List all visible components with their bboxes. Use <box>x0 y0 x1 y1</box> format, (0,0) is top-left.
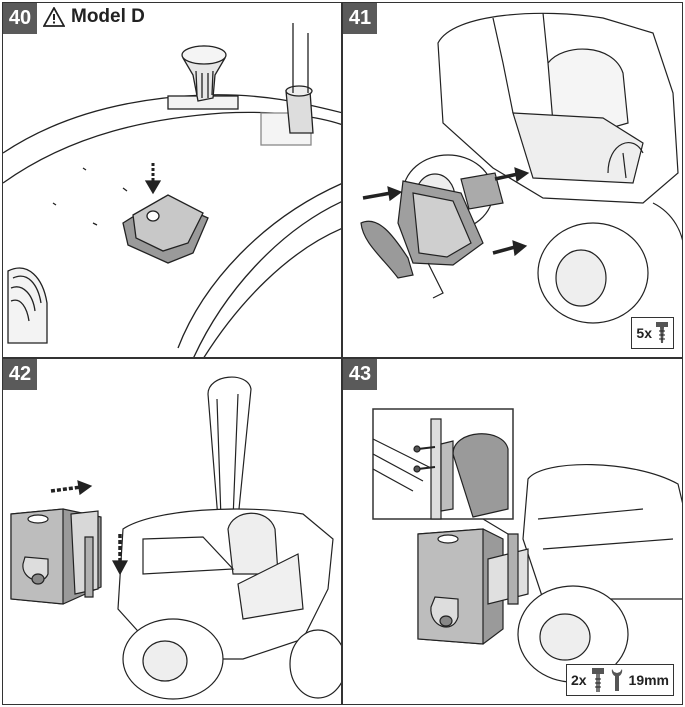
screw-icon <box>656 322 668 343</box>
step-number: 40 <box>3 3 37 34</box>
step-number: 42 <box>3 359 37 390</box>
warning-icon <box>43 7 65 27</box>
step-42-panel: 42 <box>2 358 342 705</box>
step-41-illustration <box>360 12 682 324</box>
fastener-callout: 2x 19mm <box>566 664 674 696</box>
model-label: Model D <box>71 6 145 27</box>
step-41-panel: 41 5x <box>342 2 683 358</box>
step-number: 43 <box>343 359 377 390</box>
step-42-illustration <box>10 376 341 700</box>
wrench-icon <box>611 669 622 691</box>
model-title: Model D <box>43 6 145 28</box>
step-43-illustration <box>372 408 682 683</box>
wrench-size-label: 19mm <box>628 672 669 688</box>
step-40-illustration <box>3 23 341 357</box>
step-43-panel: 43 2x 19mm <box>342 358 683 705</box>
step-40-panel: 40 Model D <box>2 2 342 358</box>
step-number: 41 <box>343 3 377 34</box>
quantity-label: 2x <box>571 672 587 688</box>
quantity-label: 5x <box>636 325 652 341</box>
fastener-callout: 5x <box>631 317 674 349</box>
bolt-icon <box>591 668 604 692</box>
